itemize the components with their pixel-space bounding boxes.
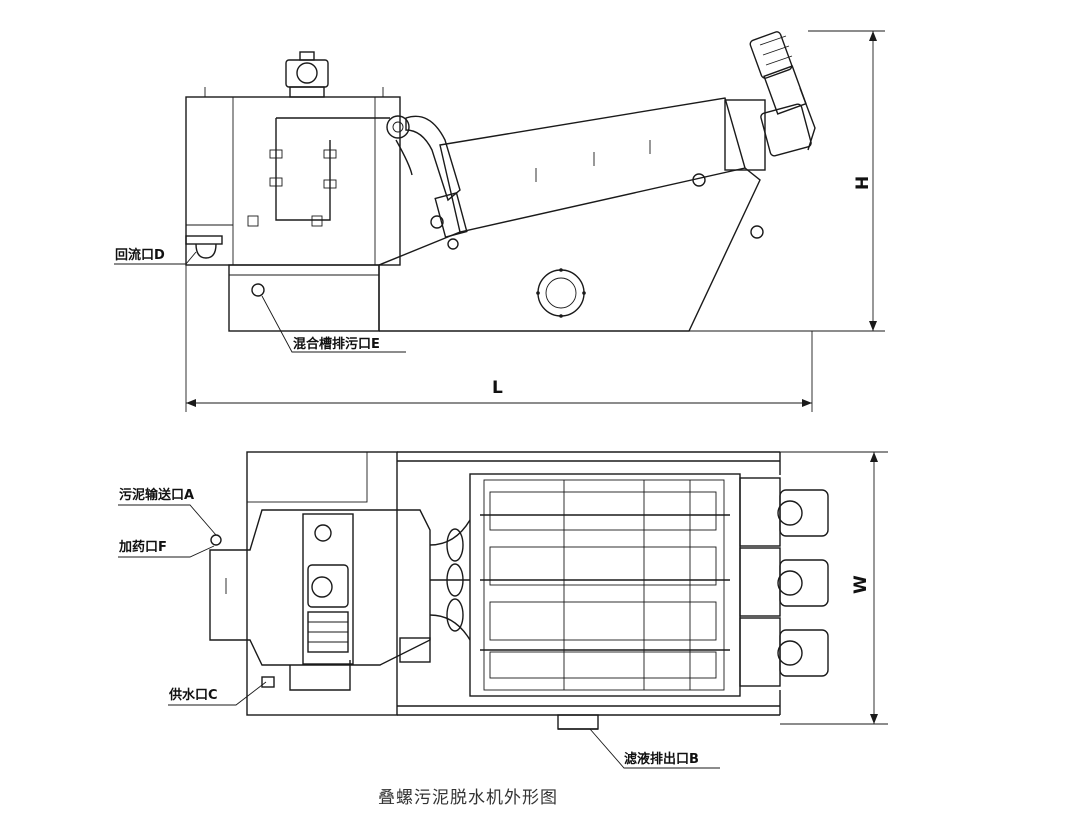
support-frame [228, 167, 761, 332]
flange-port [536, 268, 586, 318]
label-water-supply: 供水口C [168, 687, 218, 703]
label-dosing-port: 加药口F [118, 539, 167, 555]
drive-unit [724, 31, 816, 171]
mixing-tank-plan [209, 509, 431, 666]
mixing-tank [185, 96, 401, 266]
feed-pipe [405, 115, 461, 202]
label-return-port: 回流口D [115, 247, 165, 263]
dimension-l: L [185, 265, 813, 412]
label-filtrate-outlet: 滤液排出口B [624, 751, 699, 767]
dimension-h-label: H [853, 176, 873, 190]
label-sludge-inlet: 污泥输送口A [119, 487, 194, 503]
drive-modules [739, 477, 829, 687]
dimension-l-label: L [492, 378, 503, 398]
internal-piping [247, 115, 413, 227]
connecting-pipes [429, 519, 471, 641]
dimension-w-label: W [851, 575, 871, 594]
top-view: W 污泥输送口A 加药口F 供水口C 滤液排出口B [118, 451, 888, 769]
return-port-fitting [185, 235, 223, 259]
side-view: H L 回流口D 混合槽排污口E [114, 30, 885, 412]
agitator-motor [285, 51, 329, 98]
figure-caption: 叠螺污泥脱水机外形图 [378, 788, 558, 808]
filtrate-flange [557, 714, 599, 730]
label-mixing-tank-drain: 混合槽排污口E [293, 336, 380, 352]
agitator-plan [302, 513, 354, 665]
top-tank-frame [246, 451, 398, 716]
screw-body [439, 97, 764, 239]
dimension-w: W [780, 451, 888, 725]
dimension-h: H [689, 30, 885, 332]
screw-rack [469, 473, 741, 697]
